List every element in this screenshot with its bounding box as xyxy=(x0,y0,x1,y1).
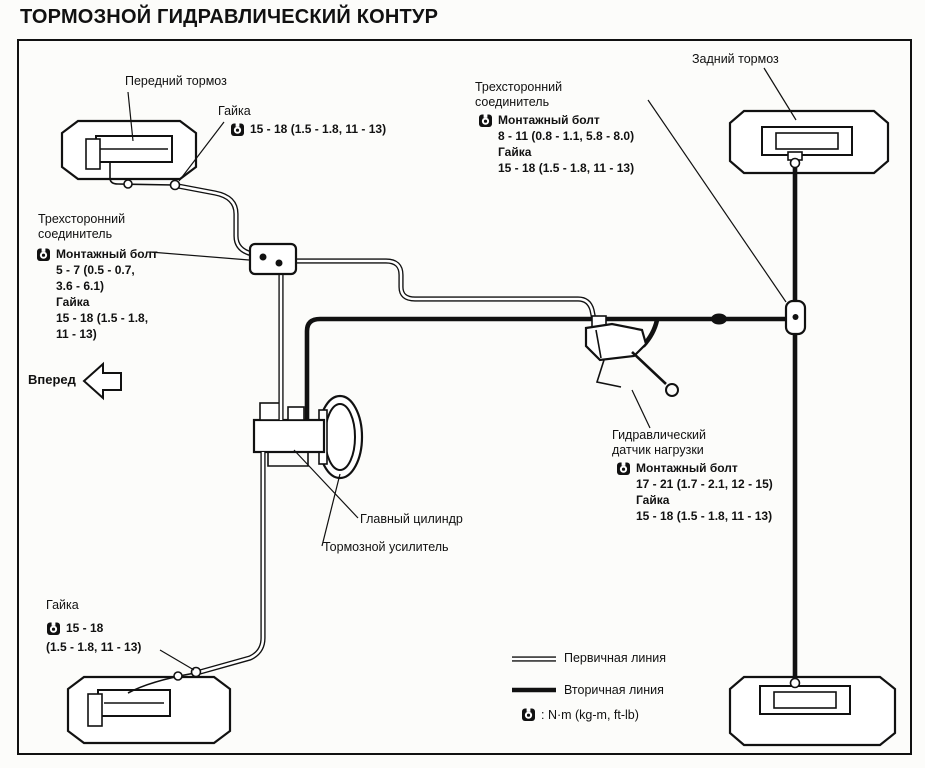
leader-lines xyxy=(127,67,797,671)
front-brake-label: Передний тормоз xyxy=(125,74,227,89)
diagram-border xyxy=(17,39,912,755)
rear-top-fitting xyxy=(789,157,801,169)
brake-booster-text: Тормозной усилитель xyxy=(323,540,449,554)
forward-arrow xyxy=(82,361,122,401)
load-sensor-line2: датчик нагрузки xyxy=(612,443,704,457)
master-cylinder-text: Главный цилиндр xyxy=(360,512,463,526)
load-sensor-spec: Монтажный болт 17 - 21 (1.7 - 2.1, 12 - … xyxy=(616,460,773,524)
three-way-left-label: Трехсторонний соединитель xyxy=(38,212,125,242)
nut-bottom-label: Гайка xyxy=(46,598,79,613)
nut-top-text: Гайка xyxy=(218,104,251,118)
three-way-connector-left-shape xyxy=(248,242,298,276)
load-sensor-label: Гидравлический датчик нагрузки xyxy=(612,428,706,458)
front-brake-text: Передний тормоз xyxy=(125,74,227,88)
rear-wheel-top xyxy=(728,109,890,175)
rear-bottom-fitting xyxy=(789,677,801,689)
front-wheel-bottom xyxy=(66,675,232,745)
legend-secondary-text: Вторичная линия xyxy=(564,683,664,697)
nut-bottom-spec-line2: (1.5 - 1.8, 11 - 13) xyxy=(46,640,141,654)
secondary-line-main xyxy=(304,166,798,682)
legend-secondary-label: Вторичная линия xyxy=(564,683,664,698)
bolt-torque: 17 - 21 (1.7 - 2.1, 12 - 15) xyxy=(636,477,773,492)
torque-wrench-icon xyxy=(478,113,493,128)
legend-primary-label: Первичная линия xyxy=(564,651,666,666)
load-sensing-valve-shape xyxy=(584,315,679,397)
primary-line-front-top xyxy=(177,183,263,260)
legend-units-label: : N·m (kg-m, ft-lb) xyxy=(521,707,639,723)
nut-label: Гайка xyxy=(636,493,670,508)
front-top-hose xyxy=(109,162,181,191)
front-bottom-hose xyxy=(127,666,202,694)
three-way-right-label: Трехсторонний соединитель xyxy=(475,80,562,110)
brake-booster-label: Тормозной усилитель xyxy=(323,540,449,555)
torque-wrench-icon xyxy=(521,707,536,722)
primary-line-crossover xyxy=(296,258,598,326)
rear-brake-label: Задний тормоз xyxy=(692,52,779,67)
nut-torque: 15 - 18 (1.5 - 1.8, 11 - 13) xyxy=(636,509,773,524)
master-cylinder-shape xyxy=(252,402,326,467)
rear-wheel-bottom xyxy=(728,675,897,747)
front-wheel-top xyxy=(60,119,198,181)
bolt-label: Монтажный болт xyxy=(498,113,600,127)
nut-label: Гайка xyxy=(498,145,532,160)
load-sensor-line1: Гидравлический xyxy=(612,428,707,442)
nut-torque: 11 - 13) xyxy=(56,327,97,342)
primary-line-front-bottom xyxy=(199,452,266,675)
three-way-right-line1: Трехсторонний xyxy=(475,80,563,94)
torque-wrench-icon xyxy=(230,122,245,137)
nut-bottom-text: Гайка xyxy=(46,598,79,612)
nut-top-label: Гайка xyxy=(218,104,251,119)
three-way-right-spec: Монтажный болт 8 - 11 (0.8 - 1.1, 5.8 - … xyxy=(478,112,634,176)
forward-label: Вперед xyxy=(28,372,76,388)
nut-top-torque: 15 - 18 (1.5 - 1.8, 11 - 13) xyxy=(250,122,387,136)
bolt-torque: 8 - 11 (0.8 - 1.1, 5.8 - 8.0) xyxy=(498,129,635,144)
nut-bottom-spec: 15 - 18 xyxy=(46,620,103,636)
bolt-torque: 5 - 7 (0.5 - 0.7, xyxy=(56,263,135,278)
rear-brake-text: Задний тормоз xyxy=(692,52,779,66)
three-way-right-line2: соединитель xyxy=(475,95,550,109)
three-way-left-line1: Трехсторонний xyxy=(38,212,126,226)
torque-wrench-icon xyxy=(46,621,61,636)
nut-label: Гайка xyxy=(56,295,90,310)
nut-top-spec: 15 - 18 (1.5 - 1.8, 11 - 13) xyxy=(230,121,386,137)
nut-torque: 15 - 18 (1.5 - 1.8, xyxy=(56,311,149,326)
bolt-torque: 3.6 - 6.1) xyxy=(56,279,105,294)
bolt-label: Монтажный болт xyxy=(636,461,738,475)
torque-wrench-icon xyxy=(616,461,631,476)
nut-torque: 15 - 18 (1.5 - 1.8, 11 - 13) xyxy=(498,161,635,176)
legend-samples xyxy=(512,656,556,693)
forward-text: Вперед xyxy=(28,372,76,387)
master-cylinder-label: Главный цилиндр xyxy=(360,512,463,527)
three-way-left-spec: Монтажный болт 5 - 7 (0.5 - 0.7, 3.6 - 6… xyxy=(36,246,158,342)
nut-torque: (1.5 - 1.8, 11 - 13) xyxy=(46,640,142,654)
torque-wrench-icon xyxy=(36,247,51,262)
legend-units-text: : N·m (kg-m, ft-lb) xyxy=(541,708,639,722)
line-fitting xyxy=(711,313,727,325)
bolt-label: Монтажный болт xyxy=(56,247,158,261)
page-title: ТОРМОЗНОЙ ГИДРАВЛИЧЕСКИЙ КОНТУР xyxy=(20,6,439,28)
nut-torque: 15 - 18 xyxy=(66,621,104,635)
three-way-connector-right-shape xyxy=(784,299,807,336)
three-way-left-line2: соединитель xyxy=(38,227,113,241)
legend-primary-text: Первичная линия xyxy=(564,651,667,665)
